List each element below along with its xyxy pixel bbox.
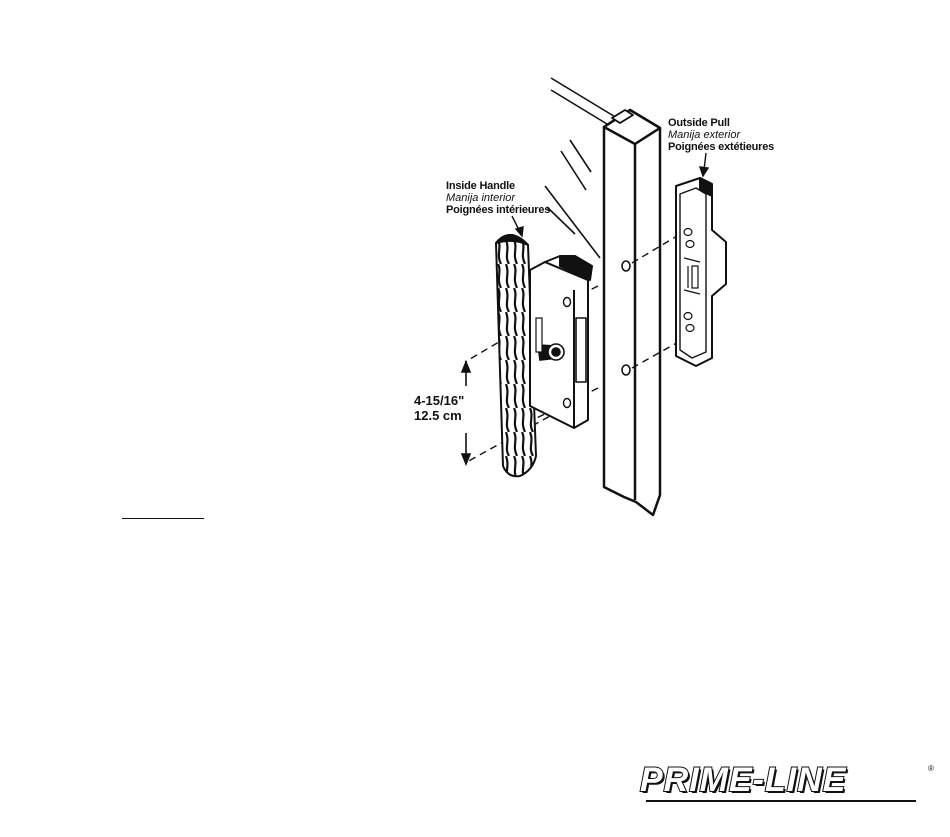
- inside-handle-label-en: Inside Handle: [446, 180, 550, 192]
- outside-pull-label-en: Outside Pull: [668, 117, 774, 129]
- brand-name: PRIME-LINE: [640, 762, 846, 798]
- brand-logo: PRIME-LINE ®: [640, 762, 846, 798]
- inside-handle-label-es: Manija interior: [446, 192, 550, 204]
- dimension-label: 4-15/16" 12.5 cm: [414, 393, 464, 423]
- inside-handle-label-fr: Poignées intérieures: [446, 204, 550, 216]
- door-stile: [604, 110, 660, 515]
- dimension-imperial: 4-15/16": [414, 393, 464, 408]
- outside-pull: [676, 178, 726, 366]
- inside-handle-label: Inside Handle Manija interior Poignées i…: [446, 180, 550, 216]
- outside-pull-label-es: Manija exterior: [668, 129, 774, 141]
- outside-pull-label: Outside Pull Manija exterior Poignées ex…: [668, 117, 774, 153]
- outside-pull-label-fr: Poignées extétieures: [668, 141, 774, 153]
- dimension-metric: 12.5 cm: [414, 408, 464, 423]
- brand-underline: [646, 800, 916, 802]
- underline-mark: [122, 518, 204, 519]
- registered-mark: ®: [928, 764, 934, 773]
